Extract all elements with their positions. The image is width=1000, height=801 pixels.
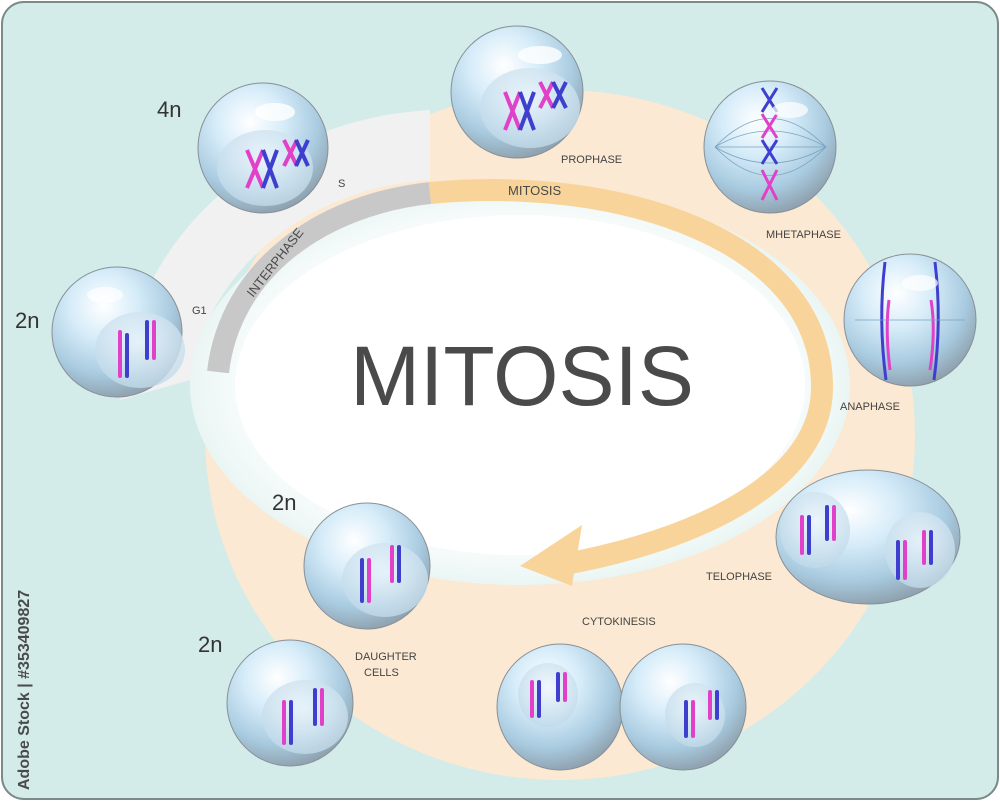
ploidy-s: 4n xyxy=(157,97,181,122)
interphase-track xyxy=(120,110,430,400)
page-title: MITOSIS xyxy=(350,329,694,423)
watermark-text: Adobe Stock | #353409827 xyxy=(16,590,33,790)
label-metaphase: MHETAPHASE xyxy=(766,229,841,241)
cell-prophase xyxy=(450,25,584,159)
cell-daughter-top xyxy=(303,502,431,630)
label-anaphase: ANAPHASE xyxy=(840,401,900,413)
label-cytokinesis: CYTOKINESIS xyxy=(582,616,656,628)
label-daughter-line2: CELLS xyxy=(364,667,399,679)
ploidy-g1: 2n xyxy=(15,308,39,333)
ploidy-daughter-bottom: 2n xyxy=(198,632,222,657)
interphase-arc xyxy=(207,182,432,374)
label-prophase: PROPHASE xyxy=(561,154,622,166)
label-telophase: TELOPHASE xyxy=(706,571,772,583)
label-s: S xyxy=(338,178,345,190)
cell-g1 xyxy=(51,266,185,398)
cell-daughter-bottom xyxy=(226,639,354,767)
cell-s xyxy=(197,82,329,214)
cell-telophase xyxy=(775,469,961,605)
mitosis-arc-label: MITOSIS xyxy=(508,183,562,198)
label-daughter-line1: DAUGHTER xyxy=(355,651,417,663)
mitosis-arc xyxy=(428,179,834,576)
cell-cytokinesis xyxy=(496,643,747,771)
mitosis-arrowhead xyxy=(520,525,582,586)
center-oval-inner xyxy=(235,215,805,555)
cell-anaphase xyxy=(843,253,977,387)
ploidy-daughter-top: 2n xyxy=(272,490,296,515)
cell-metaphase xyxy=(703,80,837,214)
label-g1: G1 xyxy=(192,305,207,317)
